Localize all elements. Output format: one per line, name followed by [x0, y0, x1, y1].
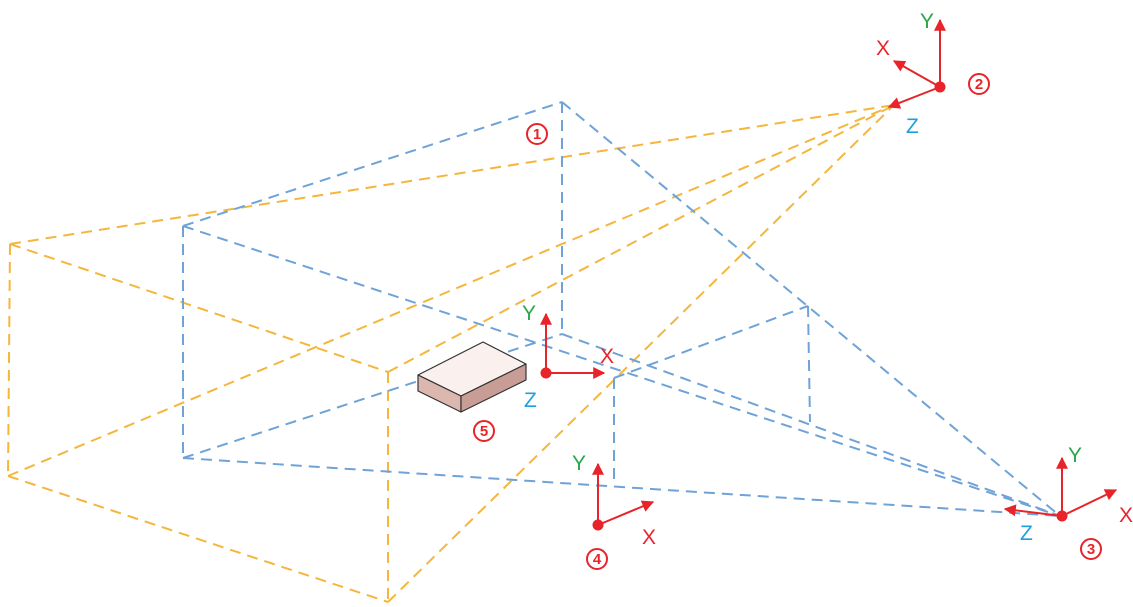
marker-2-label: 2: [975, 76, 983, 93]
orange-ray-top-right: [387, 104, 895, 373]
camera-3-frame: Y X Z: [1003, 444, 1133, 545]
camera-3-x-label: X: [1119, 504, 1133, 527]
blue-far-top-edge: [182, 101, 563, 227]
blue-ray-top-left: [182, 225, 1061, 517]
camera-2-z-axis: [887, 86, 941, 109]
orange-near-bottom-edge: [7, 475, 389, 603]
camera-3-z-axis: [1003, 504, 1063, 517]
orange-ray-top-left: [9, 104, 895, 245]
marker-2: 2: [968, 73, 990, 95]
blue-ray-bottom-left: [182, 457, 1061, 517]
marker-5-circle: [473, 420, 495, 442]
camera-3-z-label: Z: [1020, 522, 1033, 545]
marker-2-circle: [968, 73, 990, 95]
box-side-face: [460, 363, 527, 413]
center-z-label: Z: [524, 389, 537, 412]
marker-3: 3: [1080, 538, 1102, 560]
marker-5-label: 5: [480, 423, 488, 440]
marker-4-circle: [586, 548, 608, 570]
frame-4-y-label: Y: [572, 452, 586, 475]
camera-2-z-label: Z: [906, 115, 919, 138]
blue-near-top-edge: [613, 305, 809, 379]
center-y-label: Y: [522, 302, 536, 325]
center-x-label: X: [600, 345, 614, 368]
blue-frustum: [182, 101, 1061, 517]
camera-2-x-label: X: [876, 37, 890, 60]
orange-near-left-edge: [7, 243, 11, 477]
frame-4-x-label: X: [642, 526, 656, 549]
marker-4-label: 4: [593, 551, 602, 568]
blue-far-bottom-edge: [182, 333, 563, 459]
orange-near-top-edge: [9, 243, 389, 373]
camera-2-origin-dot: [934, 81, 946, 93]
marker-4: 4: [586, 548, 608, 570]
object-box: [417, 341, 527, 413]
marker-1-label: 1: [533, 126, 541, 143]
camera-3-x-axis: [1061, 489, 1118, 517]
blue-ray-top-right: [561, 101, 1061, 517]
frame-4: Y X: [572, 452, 656, 549]
marker-3-circle: [1080, 538, 1102, 560]
marker-5: 5: [473, 420, 495, 442]
camera-3-origin-dot: [1056, 510, 1068, 522]
blue-ray-bottom-right: [561, 333, 1061, 517]
marker-1: 1: [526, 123, 548, 145]
center-origin-dot: [540, 367, 552, 379]
orange-ray-bottom-left: [7, 104, 895, 477]
orange-frustum: [7, 104, 895, 603]
center-frame: Y X Z: [522, 302, 614, 412]
marker-3-label: 3: [1087, 541, 1095, 558]
camera-2-x-axis: [892, 60, 941, 88]
frame-4-x-axis: [597, 500, 655, 526]
frame-4-origin-dot: [592, 519, 604, 531]
orange-ray-bottom-right: [387, 104, 895, 603]
camera-2-frame: Y X Z: [876, 10, 946, 138]
camera-3-y-label: Y: [1068, 444, 1082, 467]
blue-near-right-edge: [807, 305, 811, 423]
camera-2-y-label: Y: [920, 10, 934, 33]
marker-1-circle: [526, 123, 548, 145]
